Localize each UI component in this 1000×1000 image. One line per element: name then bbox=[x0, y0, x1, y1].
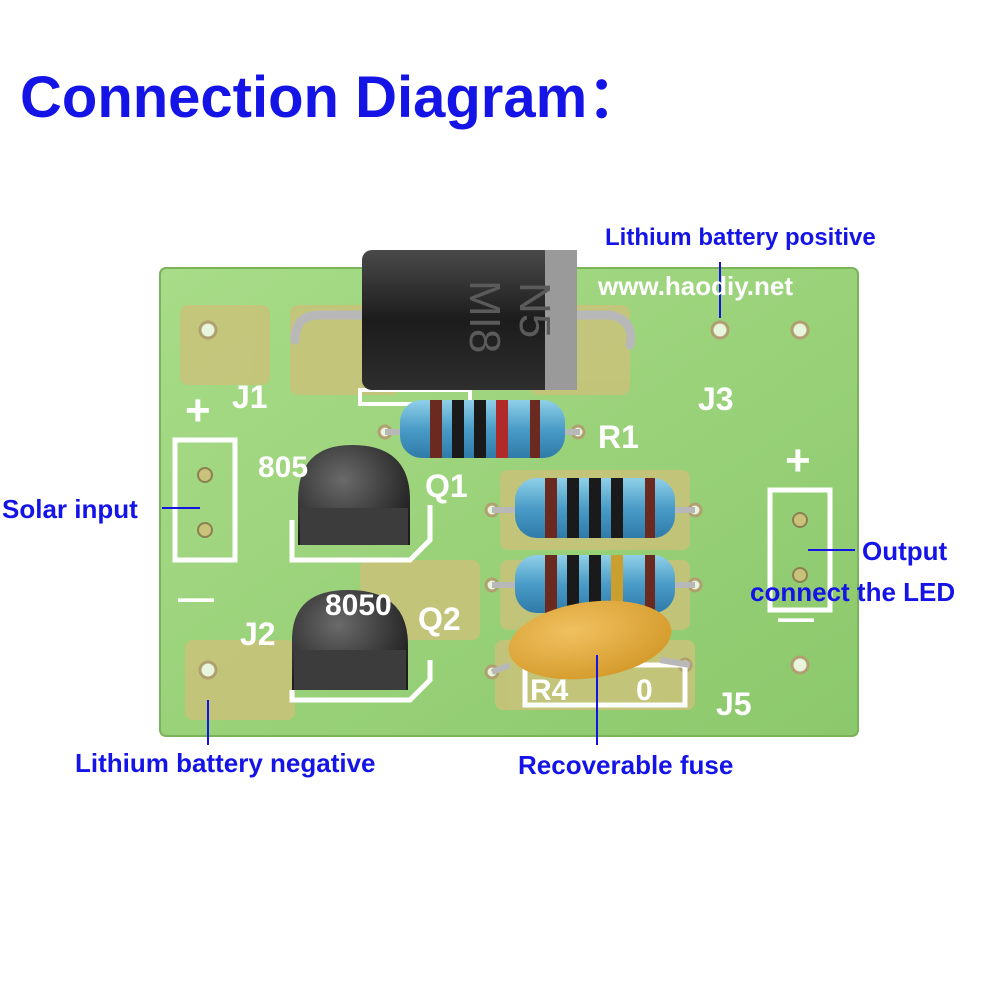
recoverable-fuse bbox=[490, 600, 691, 680]
minus-left: — bbox=[178, 577, 214, 618]
label-r1: R1 bbox=[598, 419, 639, 455]
label-j3: J3 bbox=[698, 381, 734, 417]
diode-band bbox=[545, 250, 577, 390]
label-fuse-mark: 0 bbox=[636, 674, 653, 707]
connector-pins bbox=[197, 467, 808, 583]
website-label: www.haodiy.net bbox=[597, 271, 793, 301]
diode-lead-right bbox=[570, 310, 636, 350]
callout-leaders bbox=[162, 262, 855, 745]
label-r4: R4 bbox=[530, 674, 569, 707]
callout-output-line1: Output bbox=[862, 536, 948, 566]
minus-right: — bbox=[778, 597, 814, 638]
label-q2-part: 8050 bbox=[325, 589, 392, 622]
plus-left: + bbox=[185, 386, 211, 435]
resistor-r2 bbox=[515, 478, 675, 538]
label-q2: Q2 bbox=[418, 601, 461, 637]
callout-lithium-negative: Lithium battery negative bbox=[75, 748, 376, 778]
label-q1-part: 805 bbox=[258, 451, 308, 484]
diode-marking-2: MI8 bbox=[460, 280, 509, 353]
label-j1: J1 bbox=[232, 379, 268, 415]
resistor-r1 bbox=[400, 400, 565, 458]
diode-marking-1: N5 bbox=[510, 282, 559, 338]
page-title: Connection Diagram： bbox=[20, 65, 646, 130]
diode-body bbox=[362, 250, 577, 390]
callout-solar-input: Solar input bbox=[2, 494, 138, 524]
diode-lead-left bbox=[290, 310, 370, 345]
resistor-r3 bbox=[515, 555, 675, 613]
plus-right: + bbox=[785, 436, 811, 485]
transistor-q1 bbox=[298, 445, 410, 545]
callout-fuse: Recoverable fuse bbox=[518, 750, 734, 780]
transistor-q2 bbox=[292, 590, 408, 690]
callout-lithium-positive: Lithium battery positive bbox=[605, 224, 876, 251]
label-j2: J2 bbox=[240, 616, 276, 652]
callout-output-line2: connect the LED bbox=[750, 577, 956, 607]
label-j5: J5 bbox=[716, 686, 752, 722]
label-q1: Q1 bbox=[425, 468, 468, 504]
